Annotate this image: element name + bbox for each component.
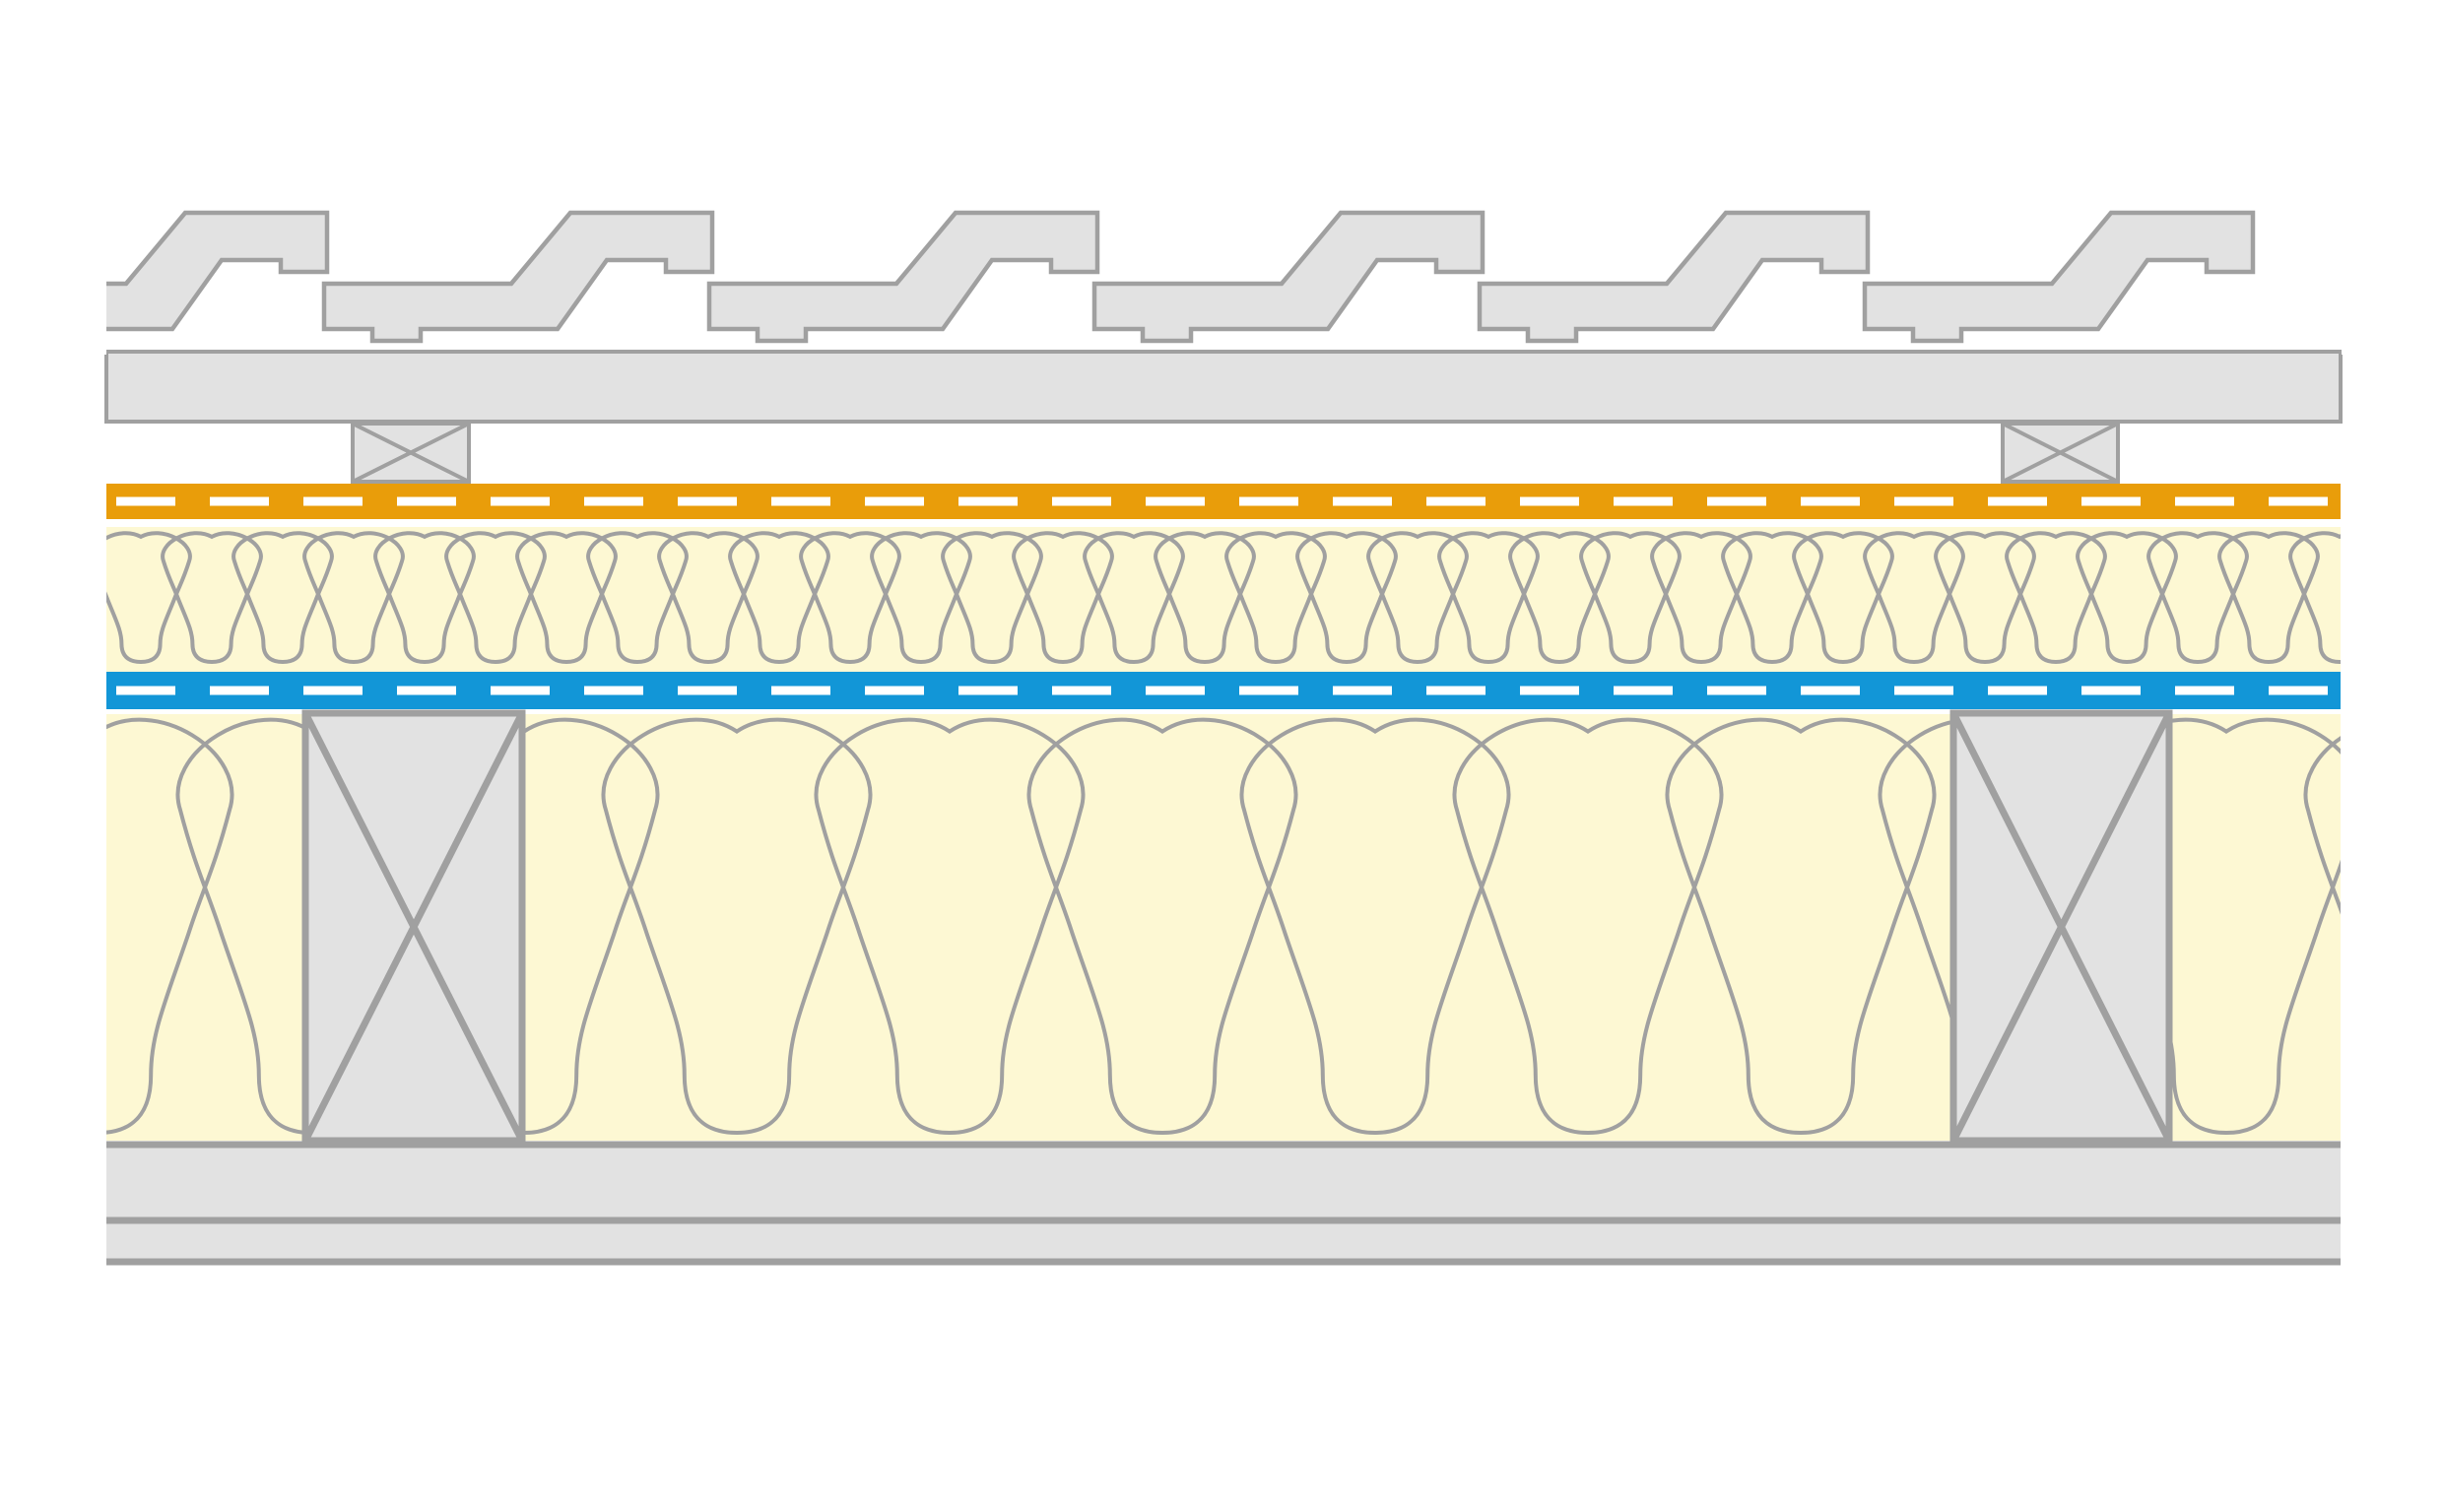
- between-rafter-wool-loop: [601, 717, 873, 1136]
- between-rafter-wool-loop: [1665, 717, 1937, 1136]
- over-rafter-wool-loop: [1721, 531, 1823, 665]
- over-rafter-wool-loop: [2005, 531, 2107, 665]
- over-rafter-wool-loop: [1295, 531, 1398, 665]
- lower-membrane: [106, 672, 2341, 709]
- between-rafter-wool-loop: [814, 717, 1086, 1136]
- over-rafter-wool-loop: [941, 531, 1043, 665]
- counter-batten-diagonal: [2002, 422, 2119, 484]
- over-rafter-wool-loop: [1934, 531, 2036, 665]
- over-rafter-wool-loop: [1579, 531, 1682, 665]
- over-rafter-wool-loop: [515, 531, 618, 665]
- roof-tile: [1862, 210, 2256, 344]
- tile-batten-board: [104, 350, 2343, 424]
- rafter-cross-diagonal: [301, 711, 526, 1143]
- over-rafter-wool-loop: [586, 531, 689, 665]
- between-rafter-wool-loop: [2303, 736, 2341, 915]
- over-rafter-wool-loop: [1650, 531, 1752, 665]
- counter-battens: [351, 422, 2120, 484]
- over-rafter-wool-loop: [231, 531, 334, 665]
- over-rafter-wool-loop: [1863, 531, 1965, 665]
- roof-tile: [1091, 210, 1486, 344]
- over-rafter-wool-loop: [799, 531, 901, 665]
- over-rafter-wool-loop: [302, 531, 405, 665]
- roof-tile: [321, 210, 715, 344]
- between-rafter-wool-loop: [1026, 717, 1298, 1136]
- counter-batten: [351, 422, 471, 484]
- left-edge-mask: [0, 197, 106, 355]
- over-rafter-wool-loop: [728, 531, 830, 665]
- over-rafter-wool-loop: [1012, 531, 1114, 665]
- over-rafter-wool-loop: [2076, 531, 2178, 665]
- rafter: [1949, 709, 2173, 1145]
- between-rafter-wool-loop: [1452, 717, 1724, 1136]
- over-rafter-wool-loop: [870, 531, 972, 665]
- between-rafter-wool-loop: [106, 717, 234, 1135]
- between-rafter-wool-loop: [1239, 717, 1511, 1136]
- over-rafter-wool-loop: [444, 531, 547, 665]
- over-rafter-wool-loop: [657, 531, 759, 665]
- over-rafter-wool-loop: [1366, 531, 1469, 665]
- over-rafter-wool-loop: [1792, 531, 1894, 665]
- over-rafter-insulation: [106, 527, 2341, 672]
- over-rafter-wool-loop: [2146, 531, 2249, 665]
- counter-batten: [2001, 422, 2120, 484]
- over-rafter-wool-loop: [1437, 531, 1540, 665]
- over-rafter-wool-loop: [161, 531, 263, 665]
- over-rafter-wool-loop: [2288, 531, 2341, 665]
- over-rafter-wool-loop: [1154, 531, 1256, 665]
- rafter-cross-diagonal: [1949, 711, 2173, 1143]
- lower-membrane-band: [106, 672, 2341, 709]
- over-rafter-wool-pattern: [106, 531, 2341, 665]
- rafter: [301, 709, 526, 1145]
- right-edge-mask: [2342, 197, 2443, 355]
- ceiling-board-fill: [106, 1145, 2341, 1264]
- rafters: [301, 709, 2173, 1145]
- over-rafter-wool-loop: [106, 531, 192, 665]
- over-rafter-wool-loop: [373, 531, 476, 665]
- over-rafter-wool-loop: [1224, 531, 1327, 665]
- roof-tile: [706, 210, 1100, 344]
- upper-membrane-band: [106, 484, 2341, 519]
- roof-tiles: [0, 197, 2443, 355]
- upper-membrane: [106, 484, 2341, 519]
- over-rafter-wool-loop: [1508, 531, 1611, 665]
- counter-batten-diagonal: [352, 422, 470, 484]
- over-rafter-wool-loop: [2217, 531, 2320, 665]
- roof-tile: [1477, 210, 1871, 344]
- over-rafter-wool-loop: [1083, 531, 1185, 665]
- ceiling-board: [106, 1141, 2341, 1266]
